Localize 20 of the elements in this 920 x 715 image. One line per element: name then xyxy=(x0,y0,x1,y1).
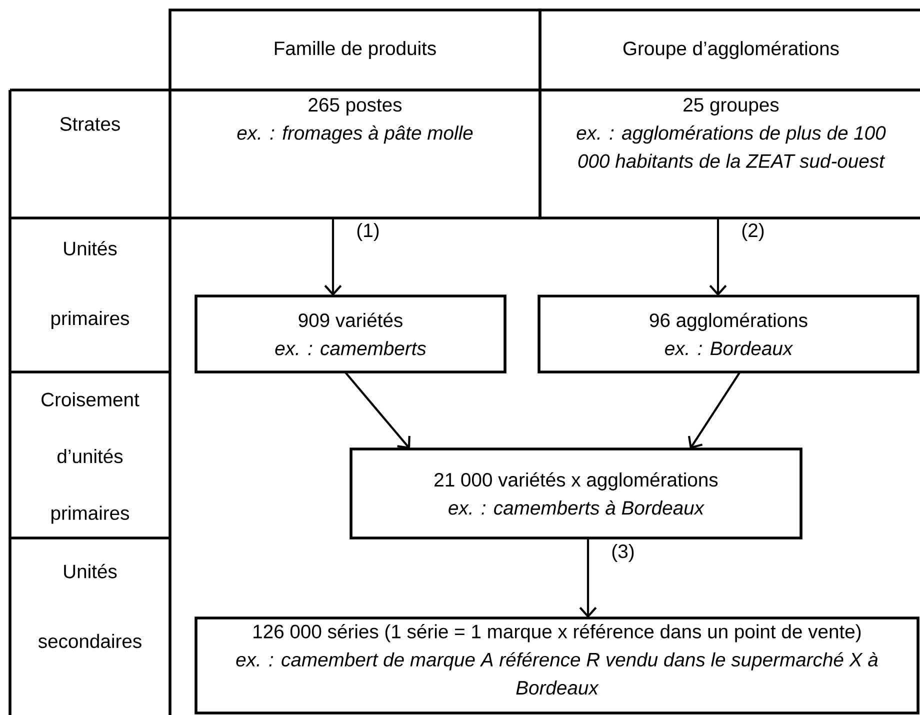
arrow xyxy=(688,371,741,449)
row-label: Unités secondaires xyxy=(38,564,142,648)
edge-label: (1) xyxy=(354,221,382,243)
process-box: 909 variétés ex. : camemberts xyxy=(194,294,506,374)
process-box: 126 000 séries (1 série = 1 marque x référence dans un point de vente) ex. : camembert de marque A référence R vendu dans le supermarché X à Bordeaux xyxy=(194,616,920,714)
arrow xyxy=(344,371,410,449)
arrow xyxy=(579,538,597,618)
table-header-cell: Famille de produits xyxy=(168,8,542,92)
arrow xyxy=(709,218,727,296)
table-cell: 25 groupes ex. : agglomérations de plus de 100 000 habitants de la ZEAT sud-ouest xyxy=(538,88,920,220)
process-box: 96 agglomérations ex. : Bordeaux xyxy=(538,294,920,374)
edge-label: (3) xyxy=(609,542,637,564)
row-label: Strates xyxy=(60,117,120,131)
row-label: Croisement d’unités primaires xyxy=(42,392,140,524)
arrow xyxy=(324,218,342,296)
table-cell: 265 postes ex. : fromages à pâte molle xyxy=(168,88,542,220)
process-box: 21 000 variétés x agglomérations ex. : camemberts à Bordeaux xyxy=(350,448,802,540)
edge-label: (2) xyxy=(739,221,767,243)
table-header-cell: Groupe d’agglomérations xyxy=(538,8,920,92)
row-label: Unités primaires xyxy=(52,241,130,329)
